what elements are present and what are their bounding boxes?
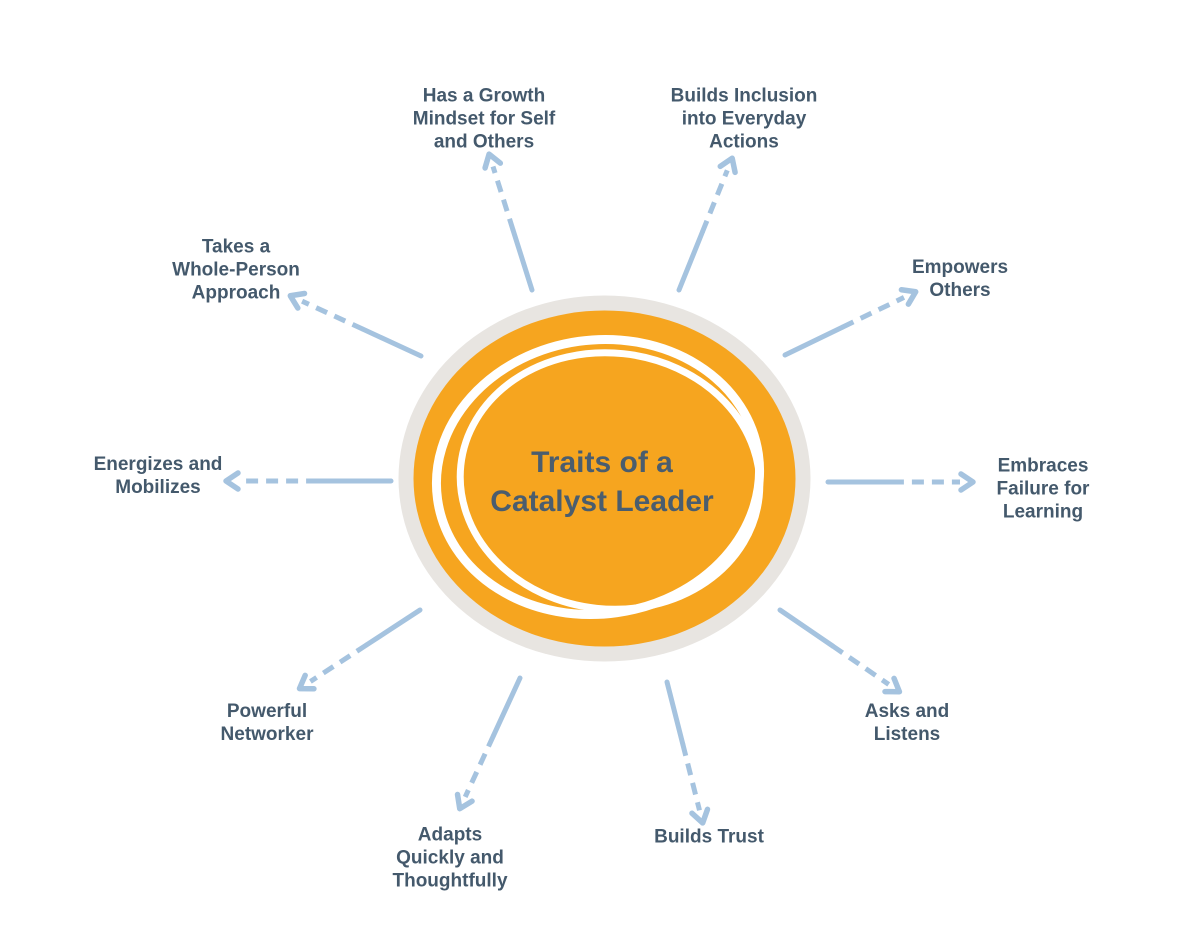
trait-label-asks-listens: Asks and Listens	[864, 701, 950, 745]
center-title: Traits of a Catalyst Leader	[490, 446, 714, 518]
trait-label-whole-person: Takes a Whole-Person Approach	[172, 236, 300, 304]
arrow-powerful-networker	[296, 607, 423, 692]
trait-label-builds-inclusion: Builds Inclusion into Everyday Actions	[670, 85, 818, 153]
trait-label-growth-mindset: Has a Growth Mindset for Self and Others	[412, 85, 556, 153]
trait-label-powerful-networker: Powerful Networker	[220, 701, 314, 745]
arrow-whole-person	[287, 290, 424, 359]
brush-stroke-inner-icon	[456, 349, 764, 613]
trait-label-builds-trust: Builds Trust	[654, 826, 764, 848]
arrow-builds-trust	[664, 679, 711, 826]
arrow-empowers-others	[782, 287, 919, 358]
trait-label-embraces-failure: Embraces Failure for Learning	[996, 455, 1090, 523]
arrow-growth-mindset	[482, 151, 535, 293]
trait-label-empowers-others: Empowers Others	[911, 257, 1009, 301]
trait-label-adapts: Adapts Quickly and Thoughtfully	[392, 824, 508, 892]
arrow-adapts	[454, 675, 523, 812]
trait-label-energizes-mobilizes: Energizes and Mobilizes	[93, 454, 223, 498]
arrow-builds-inclusion	[676, 155, 738, 293]
arrow-asks-listens	[777, 607, 903, 695]
center-circle	[413, 310, 796, 647]
